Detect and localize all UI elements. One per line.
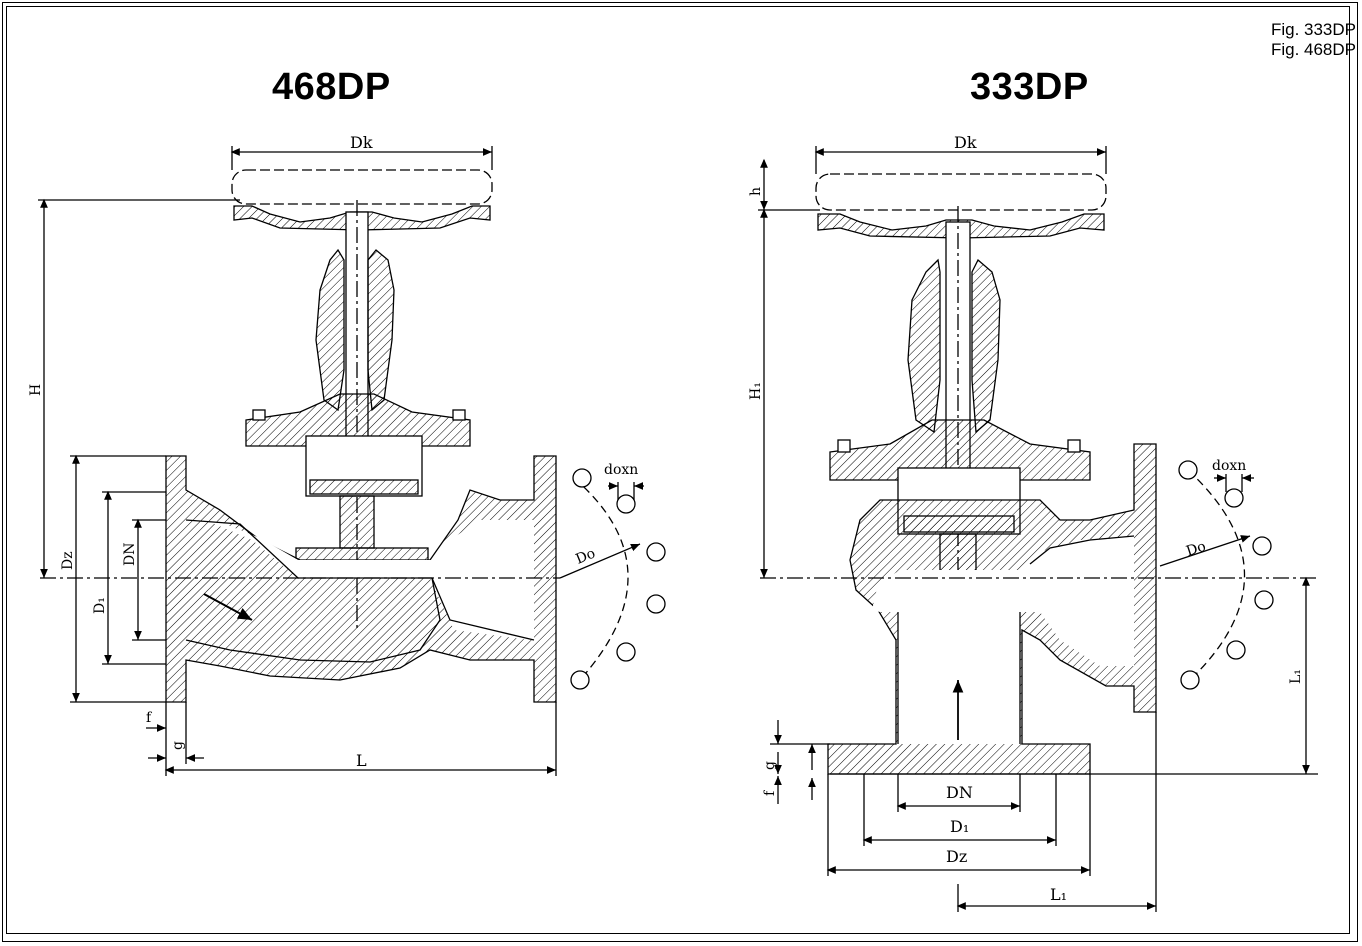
right-handwheel-outline [815, 173, 1107, 211]
right-label-g: g [762, 761, 778, 770]
left-label-dk: Dk [350, 133, 373, 152]
left-label-dz: Dz [60, 551, 76, 570]
right-label-doxn: doxn [1212, 458, 1246, 474]
left-title: 468DP [272, 66, 391, 108]
drawing-frame-inner [6, 6, 1350, 934]
right-label-h: h [748, 187, 764, 196]
left-label-f: f [146, 710, 153, 726]
left-label-d1: D₁ [92, 597, 108, 614]
right-valve [758, 146, 1318, 912]
right-label-f: f [762, 789, 778, 796]
left-label-dn: DN [122, 543, 138, 566]
left-label-do: Do [574, 546, 598, 568]
left-label-doxn: doxn [604, 462, 638, 478]
right-title: 333DP [970, 66, 1089, 108]
figure-ref-468dp: Fig. 468DP [1270, 40, 1356, 59]
right-label-dz: Dz [946, 847, 967, 866]
figure-ref-333dp: Fig. 333DP [1270, 20, 1356, 39]
left-label-l: L [356, 751, 367, 770]
right-label-d1: D₁ [950, 817, 969, 836]
right-label-dk: Dk [954, 133, 977, 152]
left-handwheel-outline [231, 169, 493, 205]
right-label-do: Do [1184, 539, 1208, 560]
right-label-dn: DN [946, 783, 973, 802]
left-label-h: H [28, 384, 44, 396]
right-label-h1: H₁ [748, 382, 764, 400]
left-label-g: g [170, 741, 186, 750]
right-label-l1: L₁ [1288, 669, 1304, 684]
right-label-l1-bottom: L₁ [1050, 885, 1067, 904]
left-valve [38, 146, 666, 776]
